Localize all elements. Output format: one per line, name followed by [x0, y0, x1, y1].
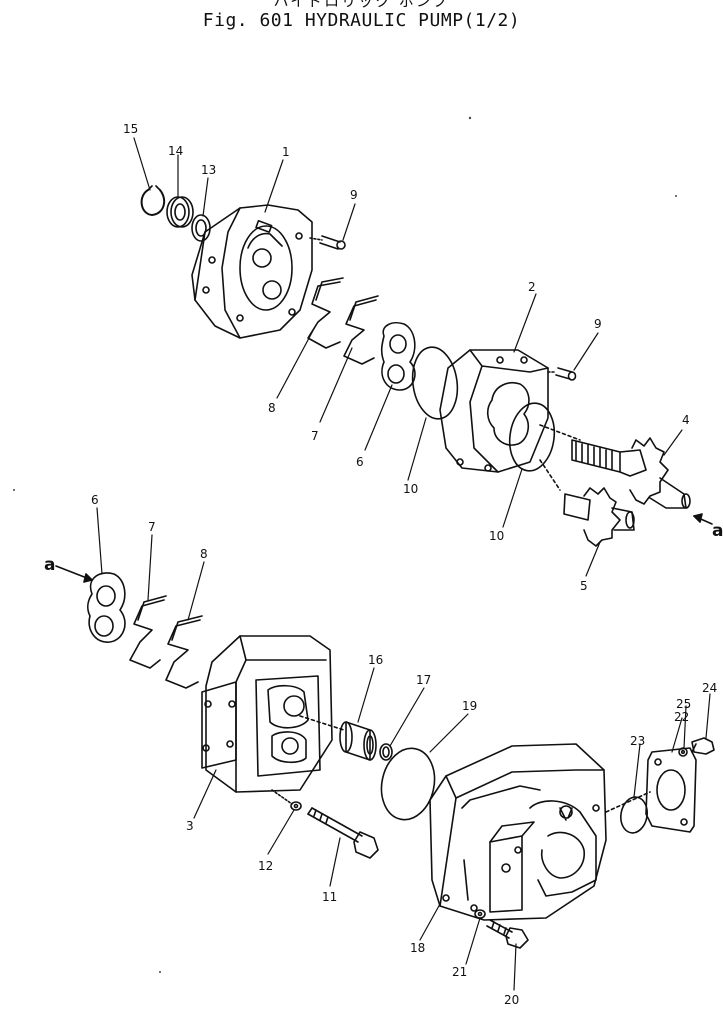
callout-9-upper: 9	[350, 188, 358, 202]
part-22-flange	[605, 747, 697, 833]
part-7-backup-ring-upper	[343, 295, 379, 365]
part-4-drive-gear	[539, 424, 691, 509]
part-7-backup-ring-lower	[129, 595, 167, 669]
part-24-bolt	[691, 737, 715, 755]
callout-8-upper: 8	[268, 401, 276, 415]
callout-5: 5	[580, 579, 588, 593]
part-21-washer	[474, 909, 486, 919]
callout-6-lower: 6	[91, 493, 99, 507]
ref-mark-a-right: a	[712, 521, 723, 541]
japanese-title: ハイドロリック ポンプ	[273, 0, 450, 10]
callout-23: 23	[630, 734, 645, 748]
callout-10-upper: 10	[403, 482, 418, 496]
part-9-dowel-pin-upper	[309, 235, 346, 250]
callout-7-lower: 7	[148, 520, 156, 534]
scan-specks	[13, 116, 677, 973]
part-20-bolt	[486, 919, 529, 949]
callout-6-upper: 6	[356, 455, 364, 469]
callout-15: 15	[123, 122, 138, 136]
part-6-side-plate-lower	[87, 572, 126, 643]
callout-10-lower: 10	[489, 529, 504, 543]
part-9-dowel-pin-right	[547, 367, 577, 381]
part-19-o-ring	[380, 747, 436, 821]
part-8-gasket-lower	[165, 615, 203, 689]
callout-13: 13	[201, 163, 216, 177]
callout-25: 25	[676, 697, 691, 711]
part-14-bearing	[166, 196, 194, 228]
callout-8-lower: 8	[200, 547, 208, 561]
callout-3: 3	[186, 819, 194, 833]
leader-lines	[96, 137, 711, 991]
callout-1: 1	[282, 145, 290, 159]
callout-4: 4	[682, 413, 690, 427]
part-8-gasket-upper	[307, 277, 344, 349]
callout-11: 11	[322, 890, 337, 904]
callout-24: 24	[702, 681, 717, 695]
callout-16: 16	[368, 653, 383, 667]
part-6-side-plate-upper	[380, 321, 416, 391]
part-13-oil-seal	[191, 214, 211, 242]
callout-9-right: 9	[594, 317, 602, 331]
part-1-front-cover	[191, 204, 313, 339]
part-16-bushing	[299, 715, 377, 761]
callout-2: 2	[528, 280, 536, 294]
part-3-end-cover	[201, 635, 333, 793]
part-5-driven-gear	[539, 459, 635, 547]
part-18-pump-body	[429, 743, 607, 921]
part-10-o-ring-upper-right	[508, 402, 556, 472]
part-25-washer	[678, 747, 688, 757]
callout-20: 20	[504, 993, 519, 1007]
part-12-washer	[271, 789, 302, 811]
callout-19: 19	[462, 699, 477, 713]
callout-18: 18	[410, 941, 425, 955]
callout-21: 21	[452, 965, 467, 979]
part-2-gear-case	[439, 349, 549, 473]
part-10-o-ring-upper-left	[411, 346, 459, 420]
callout-14: 14	[168, 144, 183, 158]
callout-7-upper: 7	[311, 429, 319, 443]
callout-17: 17	[416, 673, 431, 687]
callout-12: 12	[258, 859, 273, 873]
ref-mark-a-left: a	[44, 555, 55, 575]
part-11-bolt	[307, 807, 379, 859]
callout-labels: 15 14 13 1 9 2 9 8 7 6 10 4 10 5 6 7 8 3…	[44, 122, 723, 1007]
part-23-o-ring	[620, 796, 648, 834]
figure-title: Fig. 601 HYDRAULIC PUMP(1/2)	[202, 10, 521, 31]
reference-arrows	[55, 513, 713, 583]
part-17-snap-ring	[379, 743, 393, 761]
callout-22: 22	[674, 710, 689, 724]
part-15-snap-ring	[140, 185, 166, 216]
